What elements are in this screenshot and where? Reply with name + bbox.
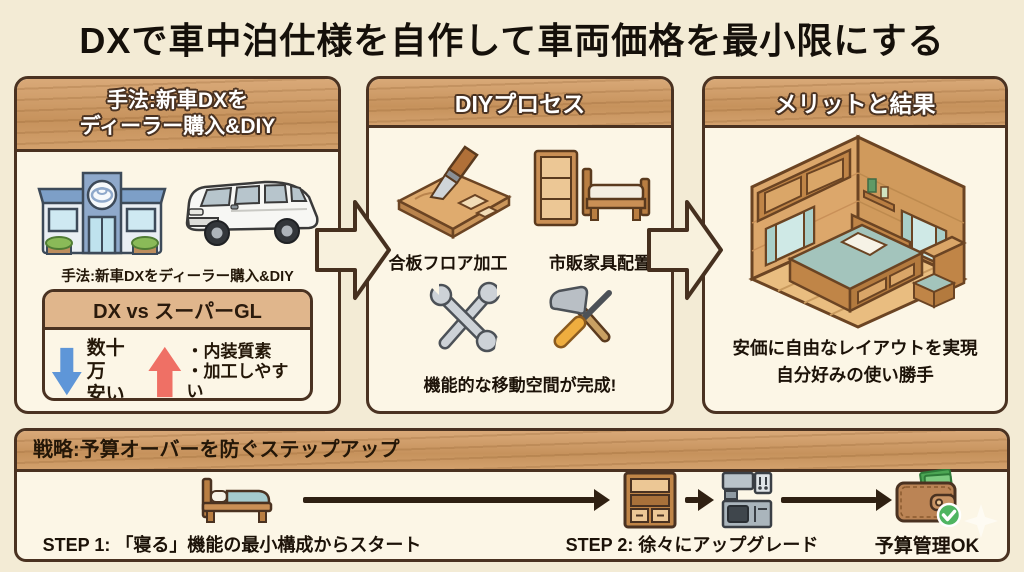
merit-line2: 自分好みの使い勝手 — [776, 365, 934, 385]
process-result-label: 機能的な移動空間が完成! — [423, 376, 617, 395]
panel-process-header: DIYプロセス — [369, 79, 671, 128]
flow-chevron-arrow-1 — [315, 200, 391, 300]
wrenches-icon — [429, 281, 505, 353]
panel-method-header: 手法:新車DXを ディーラー購入&DIY — [17, 79, 338, 152]
panel-method-header-line2: ディーラー購入&DIY — [79, 115, 276, 138]
panel-method: 手法:新車DXを ディーラー購入&DIY — [14, 76, 341, 414]
flow-arrow-step2-to-result — [781, 489, 892, 511]
cabinet-icon — [623, 471, 677, 529]
vs-box-body: 数十万 安い ・内装質素 ・加工しやすい — [45, 330, 310, 401]
strategy-result-label: 予算管理OK — [874, 536, 980, 557]
panel-merit-header-text: メリットと結果 — [774, 91, 936, 117]
merit-line1: 安価に自由なレイアウトを実現 — [732, 338, 978, 358]
down-label-line1: 数十万 — [86, 338, 125, 382]
hammer-screwdriver-icon — [549, 285, 612, 349]
van-icon — [185, 180, 319, 246]
panel-merit: メリットと結果 — [702, 76, 1008, 414]
panel-method-header-line1: 手法:新車DXを — [106, 88, 249, 112]
strategy-step2-label: STEP 2: 徐々にアップグレード — [565, 535, 819, 555]
up-label-line2: ・加工しやすい — [186, 362, 289, 401]
flow-arrow-cabinet-to-kitchen — [685, 489, 714, 511]
camper-interior-illustration — [748, 134, 968, 329]
panel-merit-header: メリットと結果 — [705, 79, 1005, 128]
down-label-line2: 安い — [86, 383, 125, 401]
panel-process: DIYプロセス 合板フロア加工 市販家具配 — [366, 76, 674, 414]
kitchen-icon — [721, 471, 773, 529]
flow-chevron-arrow-2 — [647, 200, 723, 300]
plywood-chisel-icon — [396, 145, 512, 240]
price-down-arrow-icon — [51, 348, 82, 396]
strategy-strip: 戦略:予算オーバーを防ぐステップアップ — [14, 428, 1010, 562]
vs-box-header: DX vs スーパーGL — [45, 292, 310, 330]
strategy-step1-label: STEP 1: 「寝る」機能の最小構成からスタート — [42, 535, 422, 555]
up-label-line1: ・内装質素 — [186, 341, 272, 361]
label-furniture: 市販家具配置 — [549, 254, 651, 273]
tradeoff-up-arrow-icon — [148, 347, 182, 398]
wallet-check-icon — [895, 469, 962, 527]
panel-process-header-text: DIYプロセス — [454, 91, 586, 117]
dx-vs-supergl-box: DX vs スーパーGL 数十万 安い ・内装質素 ・加工しやすい — [42, 289, 313, 401]
strategy-header: 戦略:予算オーバーを防ぐステップアップ — [17, 431, 1007, 472]
method-caption: 手法:新車DXをディーラー購入&DIY — [61, 269, 294, 285]
bed-icon — [201, 477, 273, 523]
page-title: DXで車中泊仕様を自作して車両価格を最小限にする — [79, 20, 945, 61]
furniture-icon — [533, 149, 651, 227]
dealership-icon — [37, 171, 167, 255]
flow-arrow-step1-to-step2 — [303, 489, 610, 511]
label-plywood-floor: 合板フロア加工 — [388, 254, 508, 273]
